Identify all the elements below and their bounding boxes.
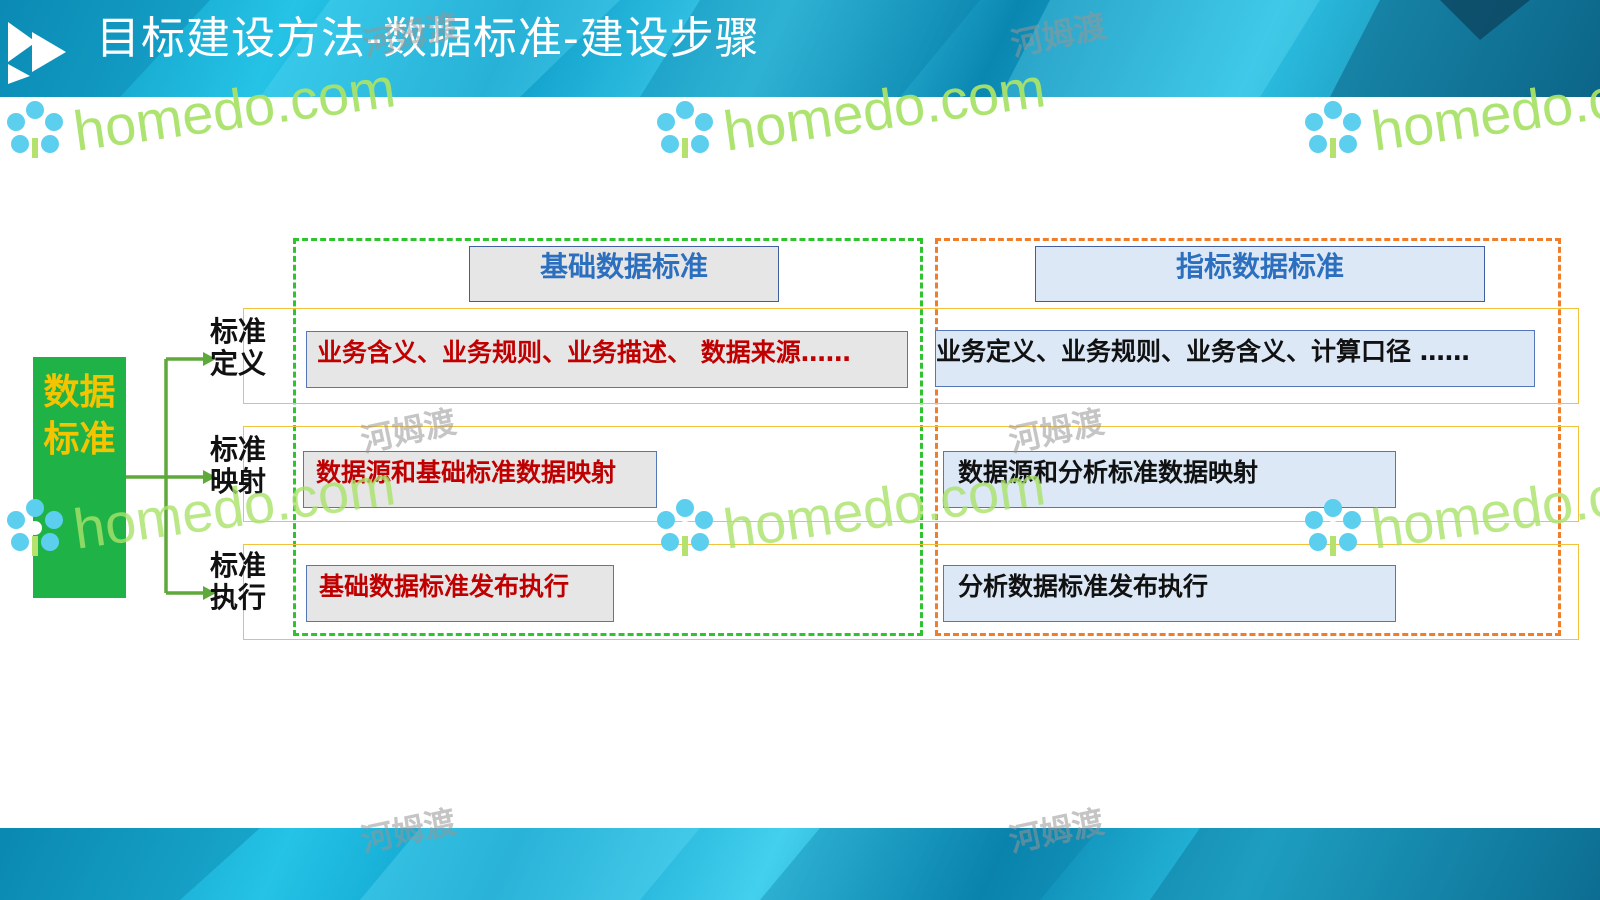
cell-basic-definition: 业务含义、业务规则、业务描述、 数据来源…… xyxy=(306,331,908,388)
metric-standard-group xyxy=(935,238,1561,636)
cell-metric-execution: 分析数据标准发布执行 xyxy=(943,565,1396,622)
step-label-definition: 标准定义 xyxy=(210,315,267,380)
column-header-basic: 基础数据标准 xyxy=(469,246,779,302)
footer-pattern xyxy=(0,828,1600,900)
row-execution-frame xyxy=(243,544,1579,640)
row-definition-frame xyxy=(243,308,1579,404)
cell-basic-execution: 基础数据标准发布执行 xyxy=(306,565,614,622)
column-header-metric: 指标数据标准 xyxy=(1035,246,1485,302)
cell-metric-definition: 业务定义、业务规则、业务含义、计算口径 …… xyxy=(935,330,1535,387)
step-label-execution: 标准执行 xyxy=(210,549,267,614)
cell-metric-mapping: 数据源和分析标准数据映射 xyxy=(943,451,1396,508)
header-band: 目标建设方法-数据标准-建设步骤 xyxy=(0,0,1600,97)
footer-band xyxy=(0,828,1600,900)
root-label: 数据标准 xyxy=(43,372,116,460)
root-node: 数据标准 xyxy=(33,357,126,598)
basic-standard-group xyxy=(293,238,923,636)
row-mapping-frame xyxy=(243,426,1579,522)
cell-basic-mapping: 数据源和基础标准数据映射 xyxy=(303,451,657,508)
step-label-mapping: 标准映射 xyxy=(210,433,267,498)
page-title: 目标建设方法-数据标准-建设步骤 xyxy=(96,13,760,64)
header-pattern xyxy=(0,0,1600,97)
